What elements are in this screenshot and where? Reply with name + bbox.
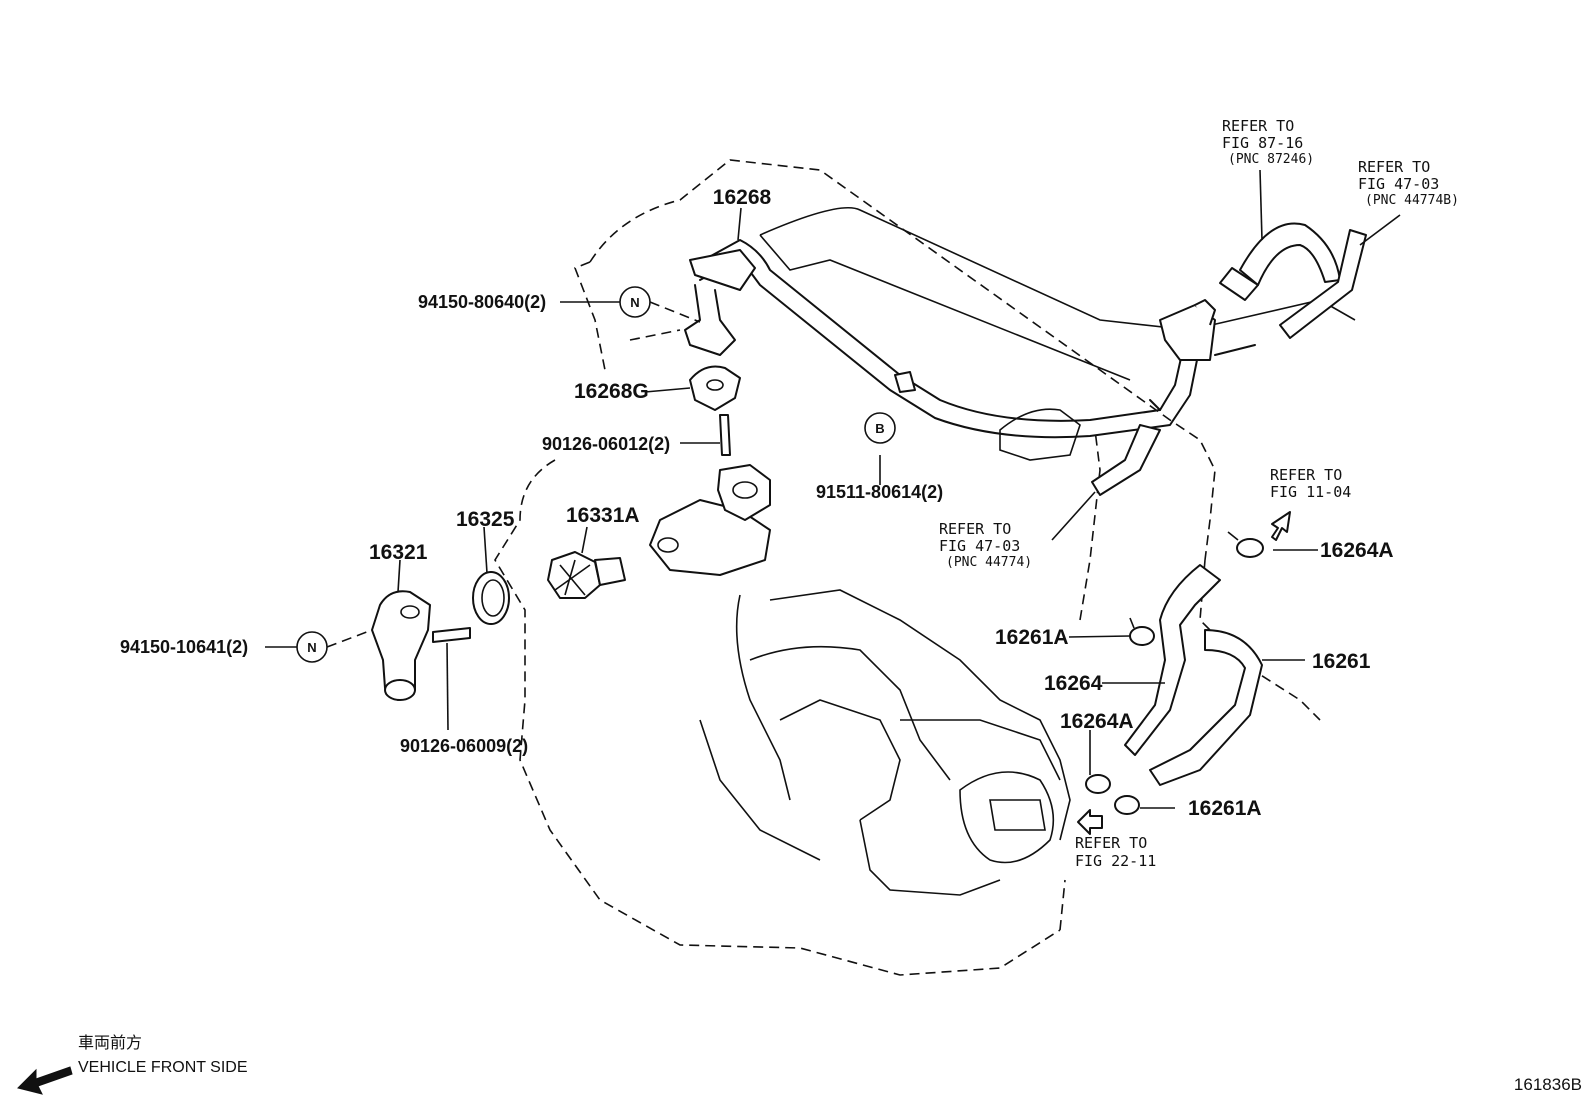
svg-text:REFER TO: REFER TO [1075, 834, 1147, 852]
vehicle-front-japanese: 車両前方 [78, 1034, 142, 1052]
svg-text:REFER TO: REFER TO [939, 520, 1011, 538]
label-16321: 16321 [369, 541, 428, 564]
label-16268: 16268 [713, 186, 772, 209]
label-16261a-top: 16261A [995, 626, 1069, 649]
hose-16261 [1149, 629, 1263, 786]
label-16261a-bottom: 16261A [1188, 797, 1262, 820]
svg-text:FIG 22-11: FIG 22-11 [1075, 852, 1156, 870]
label-90126-06009: 90126-06009(2) [400, 736, 528, 756]
bypass-pipe-16268 [684, 239, 1256, 439]
svg-text:(PNC 87246): (PNC 87246) [1228, 152, 1314, 167]
reference-87-16: REFER TO FIG 87-16 (PNC 87246) [1222, 117, 1314, 167]
engine-outline [494, 159, 1321, 976]
callout-n-top: N [619, 286, 651, 318]
svg-text:N: N [630, 295, 639, 310]
callout-n-left: N [296, 631, 328, 663]
reference-47-03-top: REFER TO FIG 47-03 (PNC 44774B) [1358, 158, 1459, 208]
gasket-hole [706, 379, 724, 391]
refer-22-11-arrow [1077, 809, 1103, 835]
callout-b: B [864, 412, 896, 444]
label-90126-06012: 90126-06012(2) [542, 434, 670, 454]
figure-id: 161836B [1514, 1075, 1582, 1094]
label-16261: 16261 [1312, 650, 1371, 673]
vehicle-front-arrow [17, 1066, 73, 1095]
label-16268g: 16268G [574, 380, 649, 403]
svg-text:REFER TO: REFER TO [1358, 158, 1430, 176]
leader-lines [265, 169, 1401, 809]
label-16264a-top: 16264A [1320, 539, 1394, 562]
hose-16264 [1124, 564, 1221, 756]
hose-refer-47-03-mid [1091, 424, 1161, 496]
label-16325: 16325 [456, 508, 515, 531]
svg-text:(PNC 44774B): (PNC 44774B) [1365, 193, 1459, 208]
svg-text:FIG 87-16: FIG 87-16 [1222, 134, 1303, 152]
water-inlet-16321 [371, 590, 431, 701]
stud-90126-06012 [719, 414, 731, 456]
svg-text:(PNC 44774): (PNC 44774) [946, 555, 1032, 570]
clamps [1085, 531, 1264, 815]
hose-refer-47-03-top [1279, 229, 1367, 339]
reference-11-04: REFER TO FIG 11-04 [1270, 466, 1351, 501]
svg-text:B: B [875, 421, 884, 436]
svg-text:N: N [307, 640, 316, 655]
vehicle-front-english: VEHICLE FRONT SIDE [78, 1059, 248, 1076]
label-16331a: 16331A [566, 504, 640, 527]
reference-47-03-mid: REFER TO FIG 47-03 (PNC 44774) [939, 520, 1032, 570]
thermostat-housing [649, 464, 771, 576]
thermostat-16331a [547, 551, 626, 599]
ring-16325 [472, 571, 510, 625]
gasket-16268g [689, 365, 741, 411]
engine-body [699, 207, 1356, 896]
svg-text:FIG 47-03: FIG 47-03 [939, 537, 1020, 555]
direction-arrows [17, 511, 1291, 1095]
label-16264a-bottom: 16264A [1060, 710, 1134, 733]
label-16264: 16264 [1044, 672, 1103, 695]
refer-11-04-arrow [1271, 511, 1291, 541]
svg-text:FIG 47-03: FIG 47-03 [1358, 175, 1439, 193]
label-94150-80640: 94150-80640(2) [418, 292, 546, 312]
label-94150-10641: 94150-10641(2) [120, 637, 248, 657]
svg-text:FIG 11-04: FIG 11-04 [1270, 483, 1351, 501]
svg-text:REFER TO: REFER TO [1270, 466, 1342, 484]
hose-refer-87-16 [1219, 222, 1341, 301]
label-91511-80614: 91511-80614(2) [816, 482, 943, 502]
reference-22-11: REFER TO FIG 22-11 [1075, 834, 1156, 870]
svg-text:REFER TO: REFER TO [1222, 117, 1294, 135]
stud-90126-06009 [432, 627, 471, 643]
